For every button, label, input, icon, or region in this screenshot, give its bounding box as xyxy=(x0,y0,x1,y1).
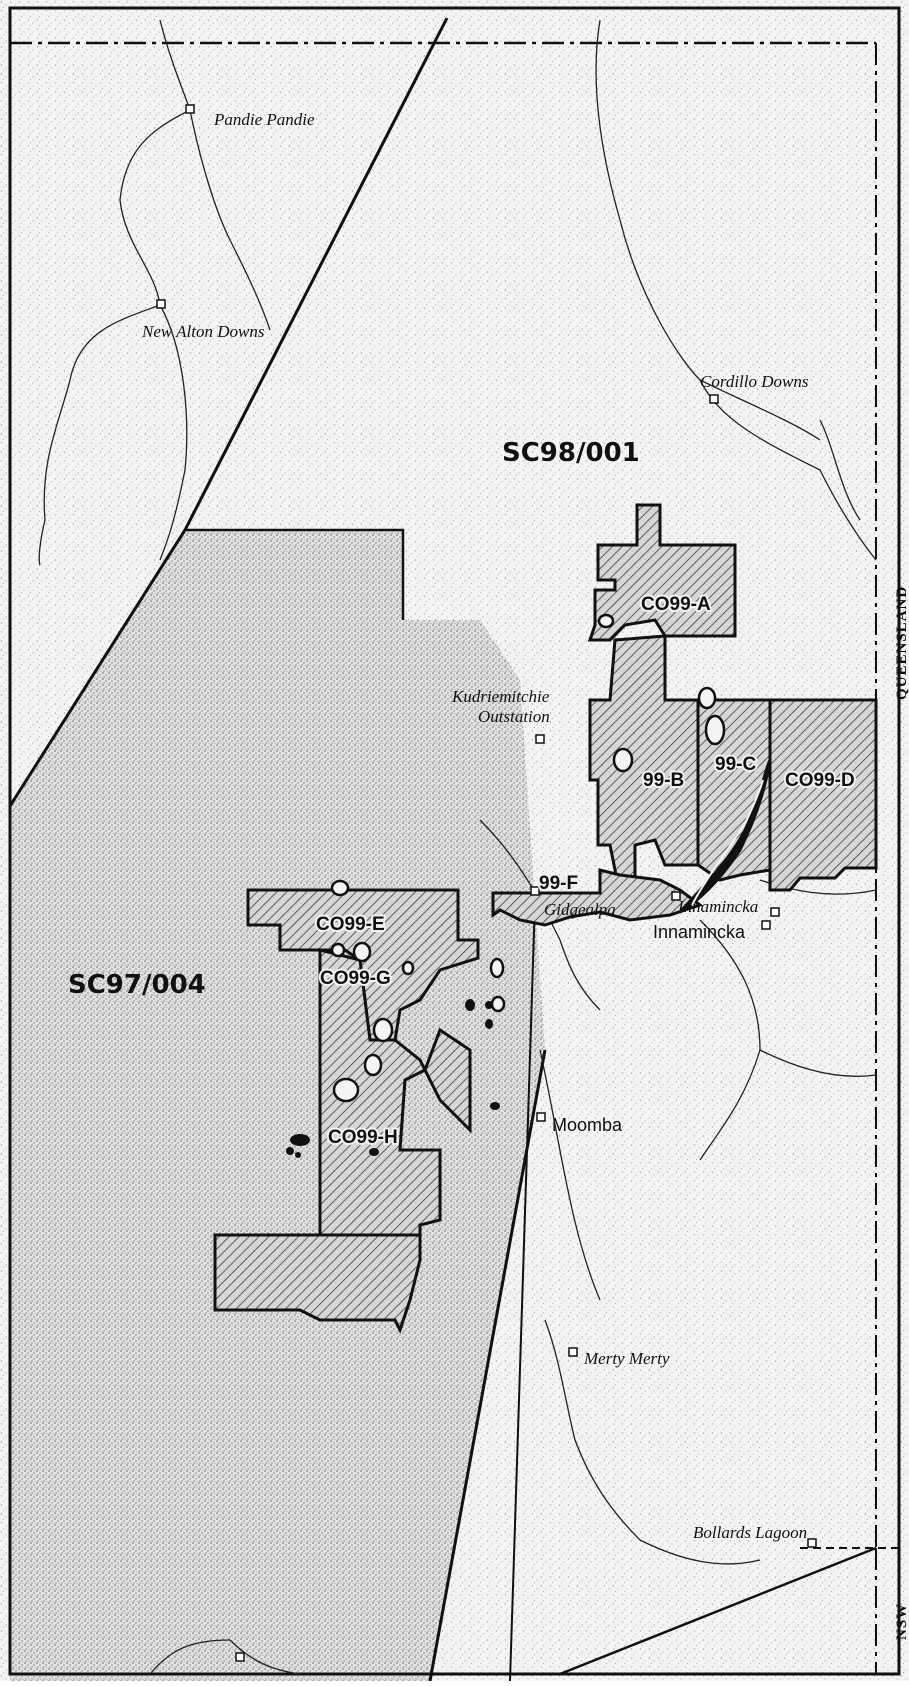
licence-label-sc98-001: SC98/001 xyxy=(502,438,640,468)
place-label-outstation: Outstation xyxy=(478,707,550,726)
field-outlines-solid xyxy=(286,999,500,1158)
field-elongated xyxy=(678,759,772,914)
block-label-co99-h: CO99-H xyxy=(328,1127,398,1148)
block-areas xyxy=(213,503,878,1334)
licence-label-sc97-004: SC97/004 xyxy=(68,970,206,1000)
block-area-99-f[interactable] xyxy=(491,868,704,927)
block-area-co99-e[interactable] xyxy=(246,888,480,1042)
licence-boundary-line-4 xyxy=(509,899,536,1682)
place-label-pandie-pandie: Pandie Pandie xyxy=(213,110,315,129)
place-label-bollards-lagoon: Bollards Lagoon xyxy=(693,1523,807,1542)
state-label-queensland: QUEENSLAND xyxy=(894,586,909,700)
block-label-co99-g: CO99-G xyxy=(320,968,391,989)
block-label-co99-a: CO99-A xyxy=(641,594,711,615)
place-label-innamincka-italic: Innamincka xyxy=(677,897,758,916)
town-label-innamincka: Innamincka xyxy=(653,922,746,942)
place-label-cordillo-downs: Cordillo Downs xyxy=(700,372,809,391)
block-label-99-c: 99-C xyxy=(715,754,756,775)
block-area-co99-h[interactable] xyxy=(213,1233,422,1334)
state-label-nsw: NSW xyxy=(894,1603,909,1640)
block-area-co99-g[interactable] xyxy=(318,948,472,1237)
block-label-99-b: 99-B xyxy=(643,770,684,791)
place-label-gidgealpa: Gidgealpa xyxy=(544,900,616,919)
block-label-co99-e: CO99-E xyxy=(316,914,385,935)
map-frame xyxy=(8,6,901,1676)
settlement-markers xyxy=(156,104,817,1662)
place-label-kudriemitchie: Kudriemitchie xyxy=(451,687,550,706)
block-label-99-f: 99-F xyxy=(539,873,578,894)
block-label-co99-d: CO99-D xyxy=(785,770,855,791)
place-label-new-alton-downs: New Alton Downs xyxy=(141,322,265,341)
licence-boundary-line-5 xyxy=(559,1546,877,1676)
place-label-merty-merty: Merty Merty xyxy=(583,1349,670,1368)
field-outlines xyxy=(330,613,726,1103)
block-area-co99-d[interactable] xyxy=(768,698,878,892)
field-elongated-outline xyxy=(691,779,764,906)
town-label-moomba: Moomba xyxy=(552,1115,623,1135)
licence-boundary-line-2 xyxy=(185,528,405,620)
block-area-co99-a[interactable] xyxy=(587,503,737,642)
licence-area-sc97-004[interactable] xyxy=(10,530,545,1681)
